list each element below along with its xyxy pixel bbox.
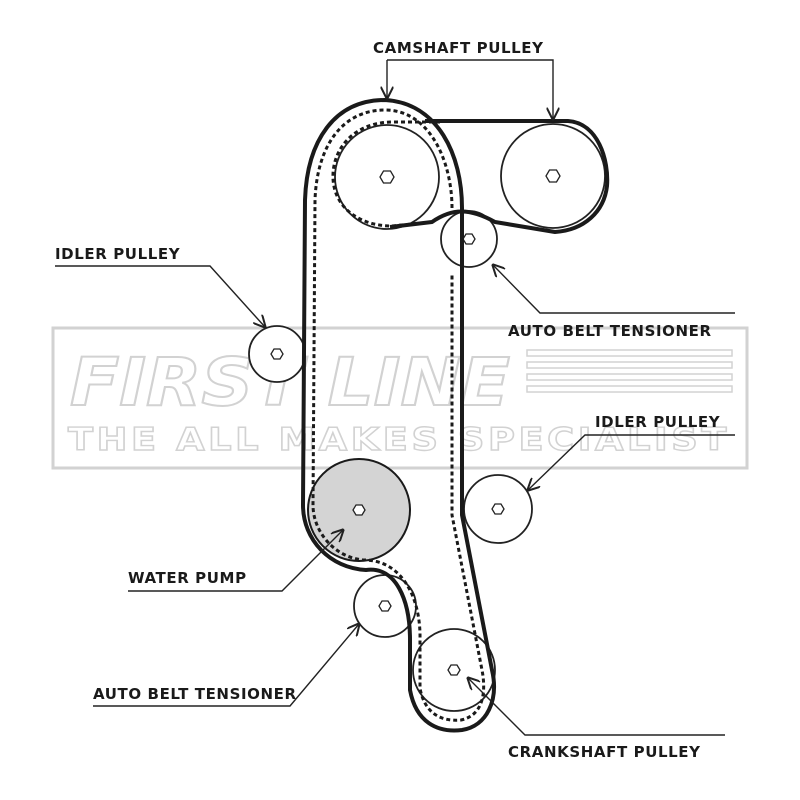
labels: CAMSHAFT PULLEY IDLER PULLEY AUTO BELT T… bbox=[55, 39, 721, 761]
leader-tensioner-lower bbox=[93, 624, 359, 707]
label-auto-belt-tensioner-left: AUTO BELT TENSIONER bbox=[93, 685, 297, 703]
crankshaft-pulley bbox=[412, 628, 496, 712]
hex-bolt-icon bbox=[491, 503, 505, 515]
label-auto-belt-tensioner-right: AUTO BELT TENSIONER bbox=[508, 322, 712, 340]
leader-lines bbox=[55, 59, 735, 736]
hex-bolt-icon bbox=[379, 170, 395, 184]
label-crankshaft-pulley: CRANKSHAFT PULLEY bbox=[508, 743, 701, 761]
camshaft-inner-loop bbox=[331, 120, 440, 228]
label-idler-pulley-right: IDLER PULLEY bbox=[595, 413, 721, 431]
leader-idler-right bbox=[528, 434, 735, 490]
label-camshaft-pulley: CAMSHAFT PULLEY bbox=[373, 39, 544, 57]
watermark-frame bbox=[51, 326, 749, 470]
hex-bolt-icon bbox=[545, 169, 561, 183]
label-idler-pulley-left: IDLER PULLEY bbox=[55, 245, 181, 263]
watermark-stripes bbox=[526, 349, 733, 393]
hex-bolt-icon bbox=[462, 233, 476, 245]
watermark: FIRST LINE THE ALL MAKES SPECIALIST bbox=[51, 326, 749, 470]
hex-bolt-icon bbox=[352, 504, 366, 516]
leader-idler-left bbox=[55, 265, 265, 327]
idler-pulley-right bbox=[463, 474, 533, 544]
pulleys bbox=[248, 123, 606, 712]
timing-belt-teeth bbox=[311, 108, 486, 722]
timing-belt-main bbox=[301, 98, 496, 733]
camshaft-pulley-right bbox=[500, 123, 606, 229]
leader-camshaft-right bbox=[387, 59, 553, 119]
watermark-tagline: THE ALL MAKES SPECIALIST bbox=[68, 422, 730, 458]
camshaft-pulley-left bbox=[334, 124, 440, 230]
hex-bolt-icon bbox=[378, 600, 392, 612]
camshaft-belt-loop bbox=[389, 119, 610, 234]
label-water-pump: WATER PUMP bbox=[128, 569, 247, 587]
idler-pulley-left bbox=[248, 325, 306, 383]
leader-crankshaft bbox=[468, 678, 725, 736]
hex-bolt-icon bbox=[270, 348, 284, 360]
auto-belt-tensioner-upper bbox=[440, 210, 498, 268]
hex-bolt-icon bbox=[447, 664, 461, 676]
water-pump-pulley bbox=[307, 458, 411, 562]
leader-tensioner-upper bbox=[493, 265, 735, 314]
leader-water-pump bbox=[128, 530, 343, 592]
